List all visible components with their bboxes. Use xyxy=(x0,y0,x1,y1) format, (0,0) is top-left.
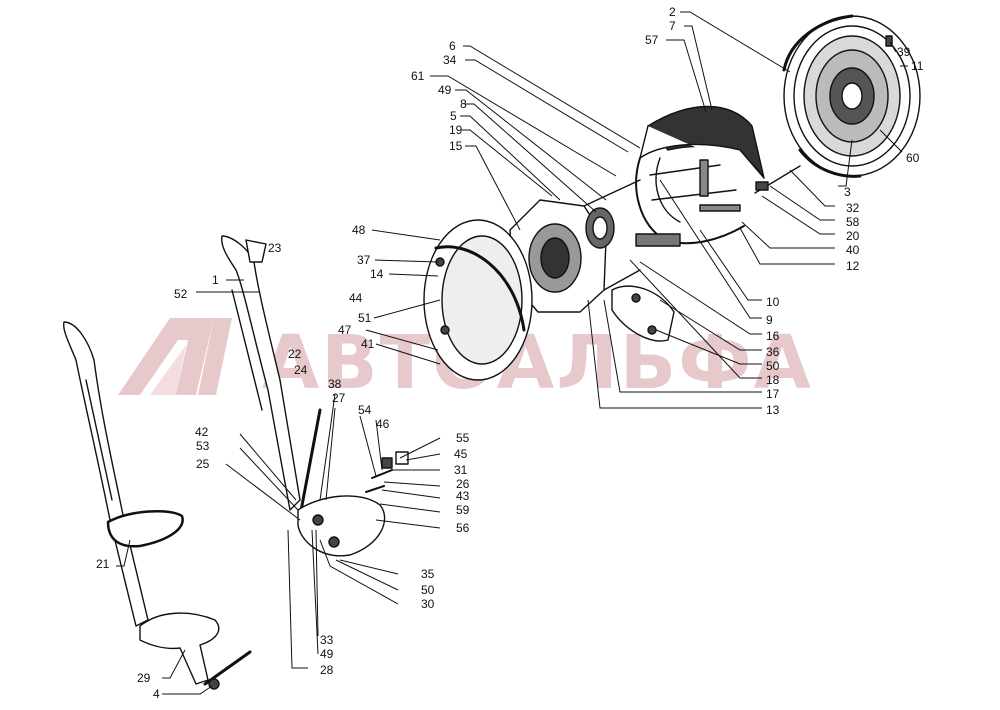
callout-6: 6 xyxy=(449,39,456,53)
callout-41: 41 xyxy=(361,337,375,351)
callout-40: 40 xyxy=(846,243,860,257)
callout-30: 30 xyxy=(421,597,435,611)
callout-11: 11 xyxy=(911,59,924,73)
callout-21: 21 xyxy=(96,557,110,571)
callout-39: 39 xyxy=(897,45,911,59)
pedal-lever xyxy=(221,235,409,557)
backing-plate xyxy=(423,219,533,381)
callout-1: 1 xyxy=(212,273,219,287)
leader-lines xyxy=(116,11,908,695)
callout-55: 55 xyxy=(456,431,470,445)
callout-49b: 49 xyxy=(320,647,334,661)
callout-13: 13 xyxy=(766,403,780,417)
callout-15: 15 xyxy=(449,139,463,153)
callout-20: 20 xyxy=(846,229,860,243)
callout-14: 14 xyxy=(370,267,384,281)
callout-35: 35 xyxy=(421,567,435,581)
callout-2: 2 xyxy=(669,5,676,19)
callout-19: 19 xyxy=(449,123,463,137)
callout-28: 28 xyxy=(320,663,334,677)
callout-25: 25 xyxy=(196,457,210,471)
callout-27: 27 xyxy=(332,391,346,405)
callout-46: 46 xyxy=(376,417,390,431)
callout-33: 33 xyxy=(320,633,334,647)
callout-52: 52 xyxy=(174,287,188,301)
callout-58: 58 xyxy=(846,215,860,229)
callout-37: 37 xyxy=(357,253,371,267)
callout-5: 5 xyxy=(450,109,457,123)
callout-53: 53 xyxy=(196,439,210,453)
callout-56: 56 xyxy=(456,521,470,535)
callout-4: 4 xyxy=(153,687,160,701)
brake-shoes xyxy=(635,105,765,245)
callout-49: 49 xyxy=(438,83,452,97)
brake-lever-bracket xyxy=(611,285,675,342)
callout-29: 29 xyxy=(137,671,151,685)
callout-44: 44 xyxy=(349,291,363,305)
callout-labels: 2 7 57 39 11 6 34 61 49 8 5 19 15 60 3 3… xyxy=(96,5,924,701)
watermark-emblem-icon xyxy=(118,318,232,395)
wheel-hub xyxy=(509,179,681,313)
callout-36: 36 xyxy=(766,345,780,359)
callout-48: 48 xyxy=(352,223,366,237)
callout-32: 32 xyxy=(846,201,860,215)
callout-43: 43 xyxy=(456,489,470,503)
callout-18: 18 xyxy=(766,373,780,387)
callout-8: 8 xyxy=(460,97,467,111)
callout-16: 16 xyxy=(766,329,780,343)
callout-54: 54 xyxy=(358,403,372,417)
callout-50a: 50 xyxy=(766,359,780,373)
callout-31: 31 xyxy=(454,463,468,477)
brake-drum xyxy=(782,14,921,178)
callout-50b: 50 xyxy=(421,583,435,597)
callout-47: 47 xyxy=(338,323,352,337)
callout-34: 34 xyxy=(443,53,457,67)
callout-60: 60 xyxy=(906,151,920,165)
callout-57: 57 xyxy=(645,33,659,47)
callout-9: 9 xyxy=(766,313,773,327)
callout-3: 3 xyxy=(844,185,851,199)
callout-51: 51 xyxy=(358,311,372,325)
callout-38: 38 xyxy=(328,377,342,391)
callout-26: 26 xyxy=(456,477,470,491)
callout-42: 42 xyxy=(195,425,209,439)
callout-61: 61 xyxy=(411,69,425,83)
callout-23: 23 xyxy=(268,241,282,255)
callout-10: 10 xyxy=(766,295,780,309)
callout-59: 59 xyxy=(456,503,470,517)
callout-24: 24 xyxy=(294,363,308,377)
callout-45: 45 xyxy=(454,447,468,461)
foot-pedal xyxy=(62,321,252,690)
callout-7: 7 xyxy=(669,19,676,33)
callout-17: 17 xyxy=(766,387,780,401)
callout-12: 12 xyxy=(846,259,860,273)
callout-22: 22 xyxy=(288,347,302,361)
